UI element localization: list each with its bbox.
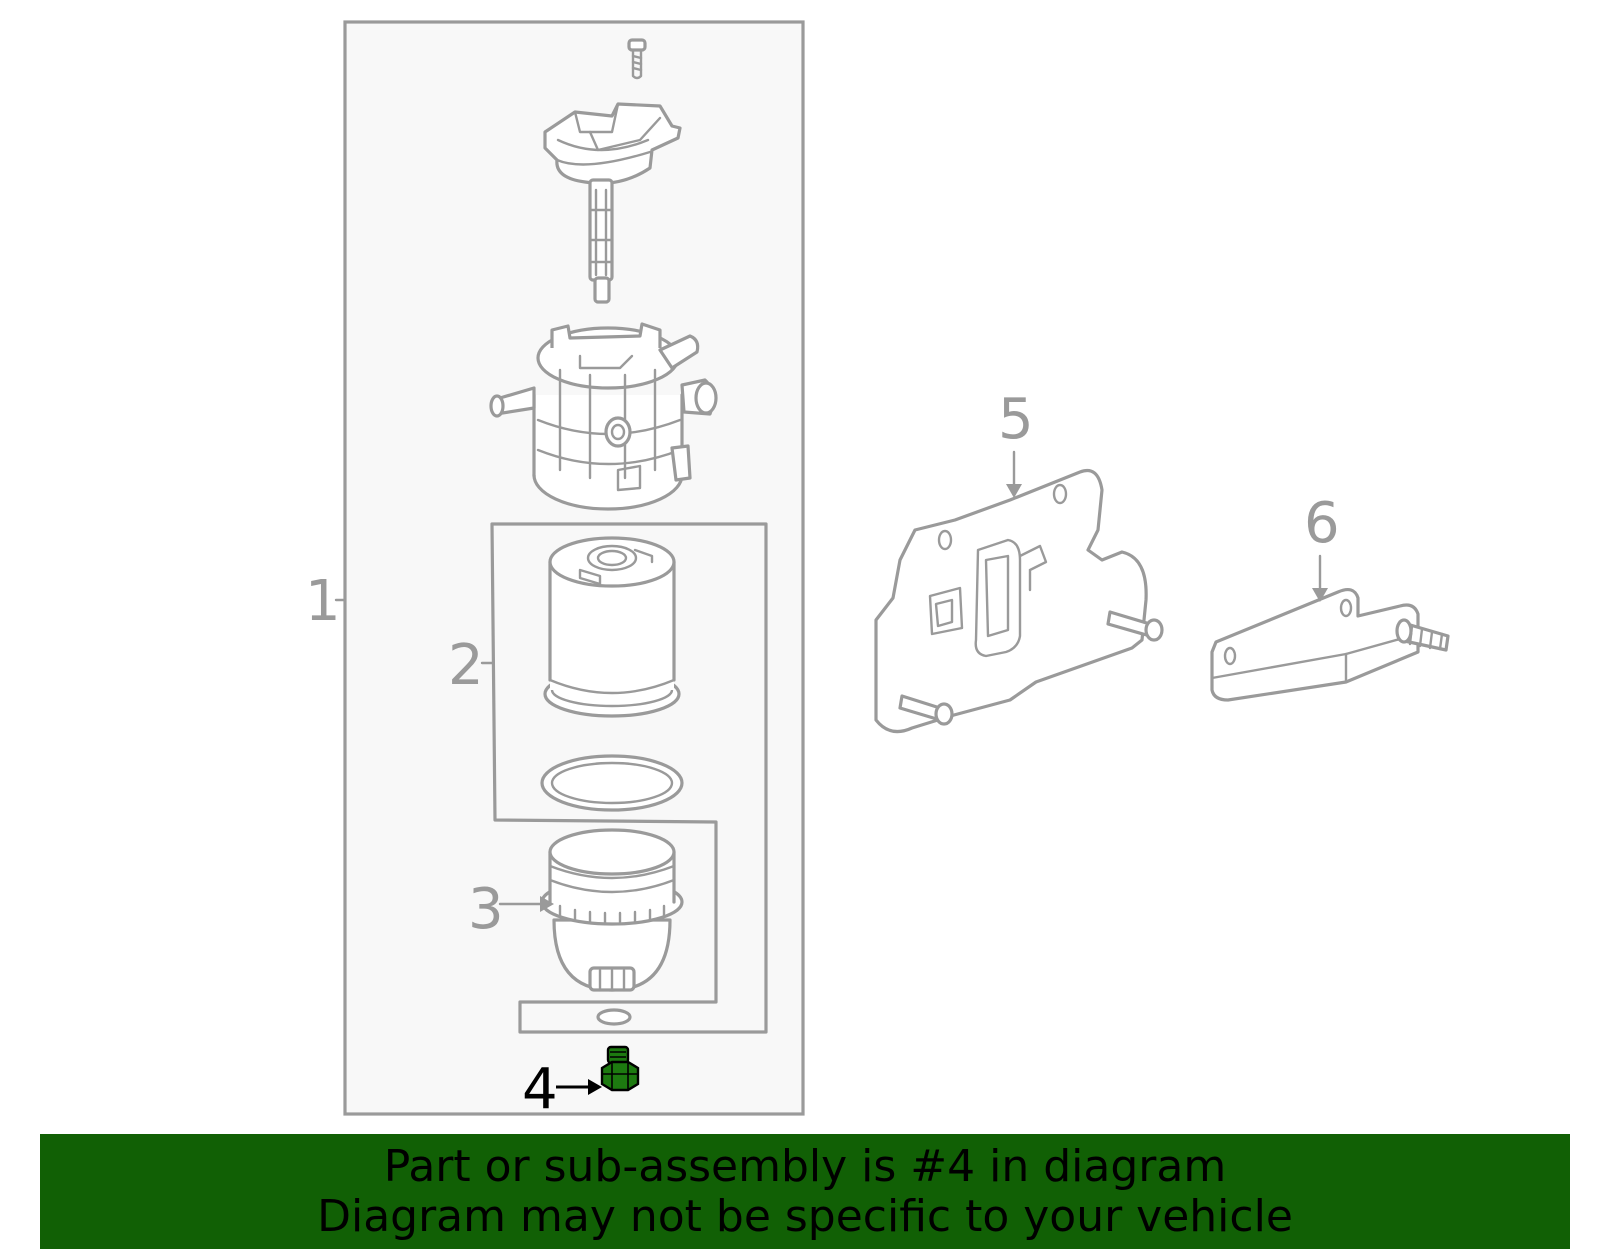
banner-line-2: Diagram may not be specific to your vehi… (317, 1190, 1293, 1242)
callout-5: 5 (998, 387, 1034, 452)
callout-1: 1 (305, 569, 341, 634)
mounting-bracket-5 (874, 468, 1164, 734)
small-bracket-6 (1210, 587, 1450, 702)
top-screw (627, 38, 647, 80)
sensor-element (543, 102, 682, 304)
assembly-2-bracket (490, 522, 768, 1034)
filter-element (543, 536, 681, 718)
leader-lines (334, 450, 1328, 1095)
callout-2: 2 (448, 633, 484, 698)
o-ring (540, 754, 684, 812)
small-seal (596, 1008, 632, 1026)
callout-6: 6 (1304, 491, 1340, 556)
drain-plug-highlighted (600, 1045, 640, 1092)
filter-housing (489, 322, 718, 511)
filter-cap (540, 828, 684, 992)
callout-3: 3 (468, 877, 504, 942)
info-banner: Part or sub-assembly is #4 in diagram Di… (40, 1134, 1570, 1249)
callout-4: 4 (522, 1057, 558, 1122)
banner-line-1: Part or sub-assembly is #4 in diagram (383, 1140, 1227, 1192)
